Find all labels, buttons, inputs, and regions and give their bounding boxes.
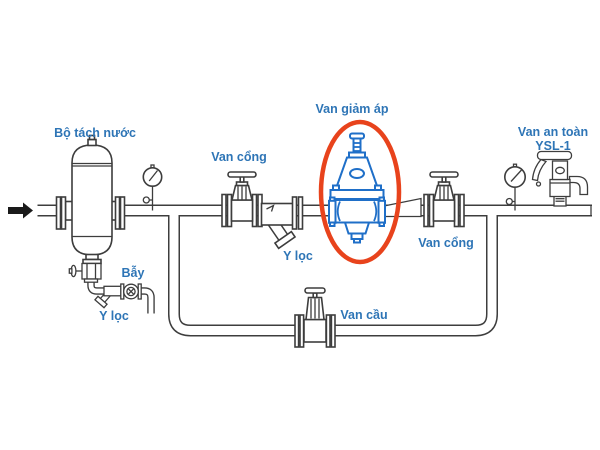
water-separator-tank <box>55 134 126 265</box>
gauge-needle <box>510 169 522 182</box>
safety-valve-outlet-spout <box>568 175 589 196</box>
globe-valve-bypass-label: Van cầu <box>340 308 387 322</box>
steam-trap <box>120 283 142 300</box>
gate-valve-right-label: Van cổng <box>418 236 474 250</box>
y-strainer-main-label: Y lọc <box>283 249 313 263</box>
tank-inlet-flange <box>55 196 62 230</box>
tank-outlet-flange <box>114 196 121 230</box>
globe-valve-bypass <box>294 287 336 348</box>
prv-body <box>334 199 380 224</box>
safety-valve-label: Van an toàn <box>518 125 588 139</box>
water-separator-label: Bộ tách nước <box>54 126 136 140</box>
safety-valve-model-label: YSL-1 <box>535 139 570 153</box>
steam-trap-label: Bẫy <box>122 265 145 280</box>
gate-valve-right <box>423 171 465 228</box>
gate-valve-left <box>221 171 263 228</box>
safety-valve <box>531 150 589 207</box>
pressure-gauge-left <box>142 164 163 211</box>
flow-arrow-icon <box>8 202 33 219</box>
bypass-pipe-bore <box>169 211 497 335</box>
globe-valve-handwheel <box>304 287 326 294</box>
blowdown-valve <box>68 262 102 283</box>
gauge-needle <box>148 170 159 182</box>
safety-valve-lever <box>531 158 548 182</box>
reducer-fitting <box>383 197 422 218</box>
bypass-pipe <box>168 211 498 337</box>
tank-vent-nozzle <box>87 138 97 147</box>
pressure-reducing-valve <box>328 132 386 244</box>
y-strainer-drain <box>94 285 122 309</box>
pressure-reducing-valve-label: Van giảm áp <box>316 102 389 116</box>
drain-pipe <box>87 281 155 314</box>
y-strainer-drain-label: Y lọc <box>99 309 129 323</box>
gate-valve-left-label: Van cổng <box>211 150 267 164</box>
y-strainer-main <box>260 196 304 250</box>
highlight-ellipse <box>318 119 402 265</box>
pressure-gauge-right <box>503 163 526 211</box>
